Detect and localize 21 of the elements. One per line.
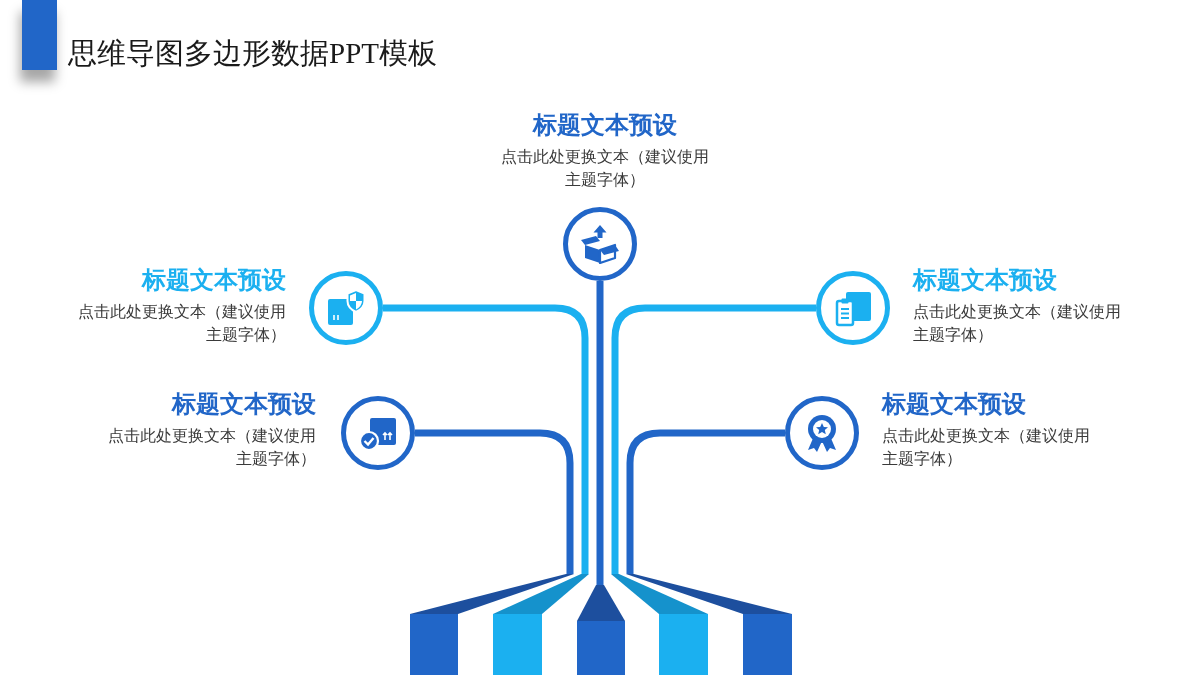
connector-line <box>596 281 604 585</box>
heading-text: 标题文本预设 <box>533 110 677 140</box>
description-text: 点击此处更换文本（建议使用主题字体） <box>108 426 316 469</box>
heading-text: 标题文本预设 <box>142 265 286 295</box>
bar <box>611 574 708 675</box>
heading-text: 标题文本预设 <box>913 265 1057 295</box>
bar <box>410 574 574 675</box>
heading-text: 标题文本预设 <box>882 389 1026 419</box>
connector-line <box>383 304 589 574</box>
bar <box>493 574 589 675</box>
heading-text: 标题文本预设 <box>172 389 316 419</box>
connector-line <box>415 429 574 574</box>
description-text: 点击此处更换文本（建议使用主题字体） <box>501 147 709 190</box>
bar <box>577 585 625 675</box>
description-text: 点击此处更换文本（建议使用主题字体） <box>78 302 286 345</box>
description-text: 点击此处更换文本（建议使用主题字体） <box>913 302 1121 345</box>
connector-line <box>626 429 785 574</box>
connector-line <box>611 304 816 574</box>
description-text: 点击此处更换文本（建议使用主题字体） <box>882 426 1090 469</box>
slide-title: 思维导图多边形数据PPT模板 <box>68 36 437 71</box>
bar <box>626 574 792 675</box>
